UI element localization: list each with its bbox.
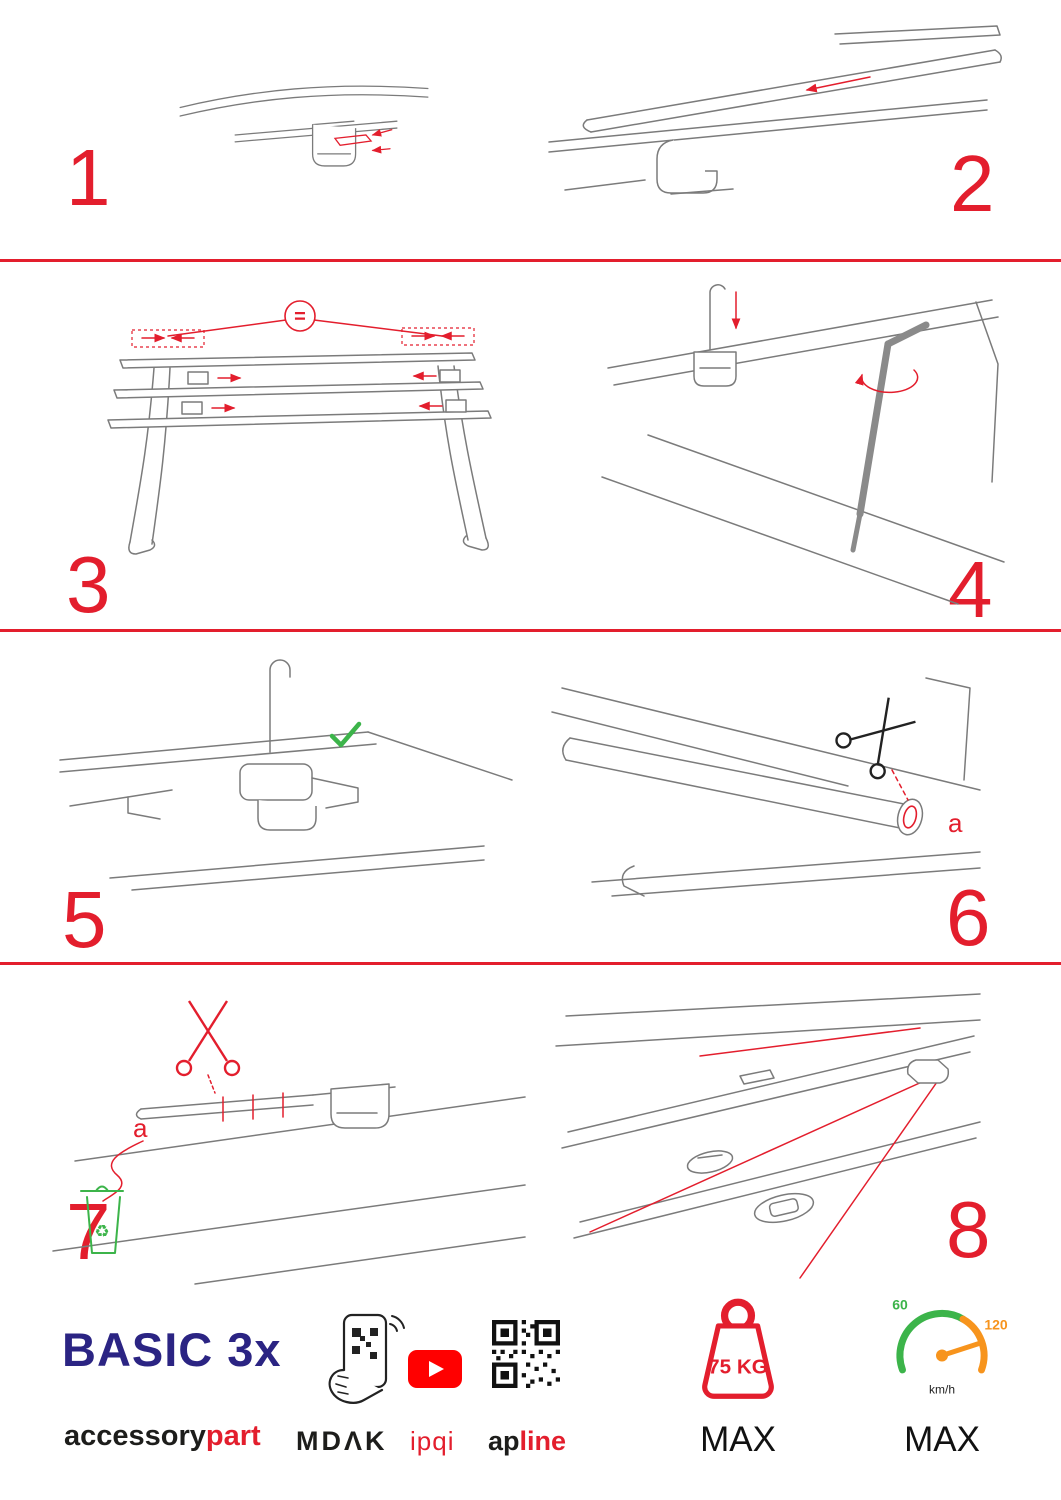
step-6-number: 6 <box>946 873 991 962</box>
part-a-label: a <box>133 1113 148 1143</box>
partner-mdak-logo: MDΛK <box>296 1426 388 1456</box>
qr-code <box>492 1320 560 1388</box>
max-weight-label: MAX <box>700 1420 776 1459</box>
brand-wordmark-black: accessory <box>64 1420 206 1452</box>
speedometer-icon: 60 120 km/h <box>872 1292 1012 1410</box>
step-4-number: 4 <box>948 545 993 634</box>
speed-high-label: 120 <box>984 1317 1008 1333</box>
step-2-number: 2 <box>950 139 995 228</box>
max-weight-icon: 75 KG <box>672 1296 804 1420</box>
section-divider <box>0 259 1061 262</box>
brand-wordmark-red: part <box>205 1420 261 1452</box>
scissors-icon <box>835 697 916 780</box>
step-8-illustration <box>548 980 993 1280</box>
step-2-illustration <box>525 20 1005 225</box>
step-8-number: 8 <box>946 1185 991 1274</box>
scissors-icon <box>175 1000 241 1077</box>
step-6-illustration: a <box>548 670 993 920</box>
step-3-number: 3 <box>66 540 111 629</box>
max-speed-label: MAX <box>904 1420 980 1459</box>
step-5-number: 5 <box>62 875 107 964</box>
apline-red: line <box>519 1426 567 1456</box>
apline-black: ap <box>488 1426 520 1456</box>
equal-spacing-label: = <box>294 306 306 328</box>
product-name: BASIC 3x <box>62 1323 282 1376</box>
youtube-icon <box>408 1350 462 1388</box>
section-divider <box>0 629 1061 632</box>
part-a-label: a <box>948 808 963 838</box>
hex-key-icon <box>850 321 930 553</box>
partner-apline-logo: apline <box>488 1426 566 1457</box>
speed-low-label: 60 <box>892 1297 908 1313</box>
step-7-illustration: a ♻ <box>45 985 535 1285</box>
recycle-icon: ♻ <box>94 1222 109 1241</box>
check-icon <box>329 721 362 748</box>
section-divider <box>0 962 1061 965</box>
step-3-illustration: = <box>50 280 540 580</box>
weight-value-label: 75 KG <box>708 1356 768 1379</box>
step-1-illustration <box>175 52 433 242</box>
step-5-illustration <box>50 638 520 908</box>
step-1-number: 1 <box>66 133 111 222</box>
scan-phone-icon <box>310 1312 405 1412</box>
trash-icon <box>80 1185 124 1254</box>
speed-unit-label: km/h <box>929 1383 955 1397</box>
brand-wordmark: accessorypart <box>64 1420 261 1453</box>
step-4-illustration <box>590 272 1010 617</box>
partner-ipqi-logo: ipqi <box>410 1426 455 1456</box>
